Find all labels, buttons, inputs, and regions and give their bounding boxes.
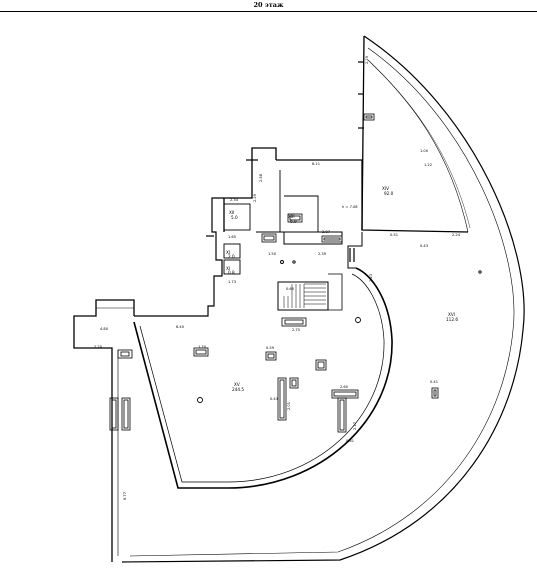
room-label-xiii: XIII bbox=[288, 214, 295, 219]
wall-ticks bbox=[206, 61, 364, 262]
dim-wing-len: 6.40 bbox=[176, 325, 185, 329]
dim-col8: 2.60 bbox=[340, 385, 349, 389]
dim-room4: 0.51 bbox=[390, 233, 398, 237]
dim-col11: 1.22 bbox=[424, 163, 432, 167]
dim-col4: 2.01 bbox=[287, 402, 291, 410]
left-wing-top-rect bbox=[96, 299, 134, 309]
room-labels: XIV 92.0 XIII 6.9 XII 5.0 XI 2.0 XI 0.8 … bbox=[226, 186, 458, 392]
dim-col9: 0.61 bbox=[346, 439, 354, 443]
left-service-wall bbox=[134, 197, 224, 317]
floor-title: 20 этаж bbox=[253, 1, 284, 9]
dim-room6: 0.43 bbox=[420, 244, 428, 248]
room-area-xii: 5.0 bbox=[231, 215, 238, 220]
dim-col1: 1.70 bbox=[198, 345, 207, 349]
central-right-wall bbox=[347, 232, 363, 269]
dim-left-low: 1.73 bbox=[228, 280, 236, 284]
dim-mid: 6.11 bbox=[312, 162, 320, 166]
dim-col5: 0.43 bbox=[270, 397, 278, 401]
stair-treads bbox=[283, 283, 326, 308]
room-area-xiii: 6.9 bbox=[290, 219, 297, 224]
dim-left-mid: 2.29 bbox=[253, 193, 257, 202]
room-area-xiv: 92.0 bbox=[384, 191, 394, 196]
dim-long: 6.77 bbox=[123, 492, 127, 500]
room-xiv-inner-arc-2 bbox=[371, 63, 471, 229]
room-area-xi: 2.0 bbox=[228, 254, 235, 259]
central-block-wall-2 bbox=[256, 231, 343, 245]
dim-left-box: 2.34 bbox=[230, 198, 239, 202]
central-inner-wall bbox=[256, 170, 319, 233]
room-xiv-inner-arc bbox=[367, 59, 469, 233]
left-wing-wall bbox=[73, 299, 135, 562]
dim-col6: 2.17 bbox=[353, 422, 357, 430]
dim-wing-w: 4.80 bbox=[100, 327, 109, 331]
dim-top-right: 2.29 bbox=[365, 55, 369, 64]
dim-col7: 0.41 bbox=[430, 380, 438, 384]
outer-terrace-arc bbox=[121, 35, 525, 563]
stair-core-wall bbox=[328, 273, 343, 311]
room-label-xvi: XVI bbox=[448, 312, 455, 317]
room-label-xiv: XIV bbox=[382, 186, 389, 191]
dim-room5: 2.24 bbox=[452, 233, 461, 237]
dim-left-top: 2.58 bbox=[259, 173, 263, 182]
dim-wing-bot: 2.20 bbox=[94, 345, 103, 349]
header-bar: 20 этаж bbox=[0, 0, 537, 12]
dimension-labels: 2.29 6.11 h = 7.08 2.58 2.34 1.65 2.29 1… bbox=[94, 55, 461, 500]
hall-curved-wall bbox=[133, 267, 393, 489]
room-label-xv: XV bbox=[234, 382, 240, 387]
dim-left-box2: 1.65 bbox=[228, 235, 236, 239]
stair-block bbox=[277, 281, 329, 311]
dim-room3: 2.39 bbox=[318, 252, 327, 256]
room-area-xv: 244.5 bbox=[232, 387, 244, 392]
dim-col2: 2.75 bbox=[292, 328, 300, 332]
room-xi-box bbox=[223, 259, 241, 275]
room-label-xii: XII bbox=[229, 210, 234, 215]
dim-col10: 1.00 bbox=[420, 149, 429, 153]
hall-curved-wall-inner bbox=[139, 273, 385, 483]
dim-stair: 0.65 bbox=[286, 287, 294, 291]
room-label-xi-2: XI bbox=[226, 266, 230, 271]
dim-h: h = 7.08 bbox=[342, 205, 358, 209]
round-columns bbox=[197, 260, 482, 403]
room-xiv-wall bbox=[361, 35, 469, 233]
dim-room1: 1.50 bbox=[268, 252, 277, 256]
room-xii-box bbox=[223, 243, 241, 259]
dim-arc1: 2.23 bbox=[369, 274, 373, 282]
room-area-xi-2: 0.8 bbox=[228, 270, 235, 275]
room-label-xi: XI bbox=[226, 250, 230, 255]
outer-terrace-arc-inner bbox=[129, 47, 515, 557]
dim-col3: 0.59 bbox=[266, 346, 275, 350]
room-area-xvi: 112.6 bbox=[446, 317, 458, 322]
dim-room2: 2.87 bbox=[322, 230, 330, 234]
shafts bbox=[109, 113, 439, 433]
room-xiii-box bbox=[223, 203, 251, 231]
